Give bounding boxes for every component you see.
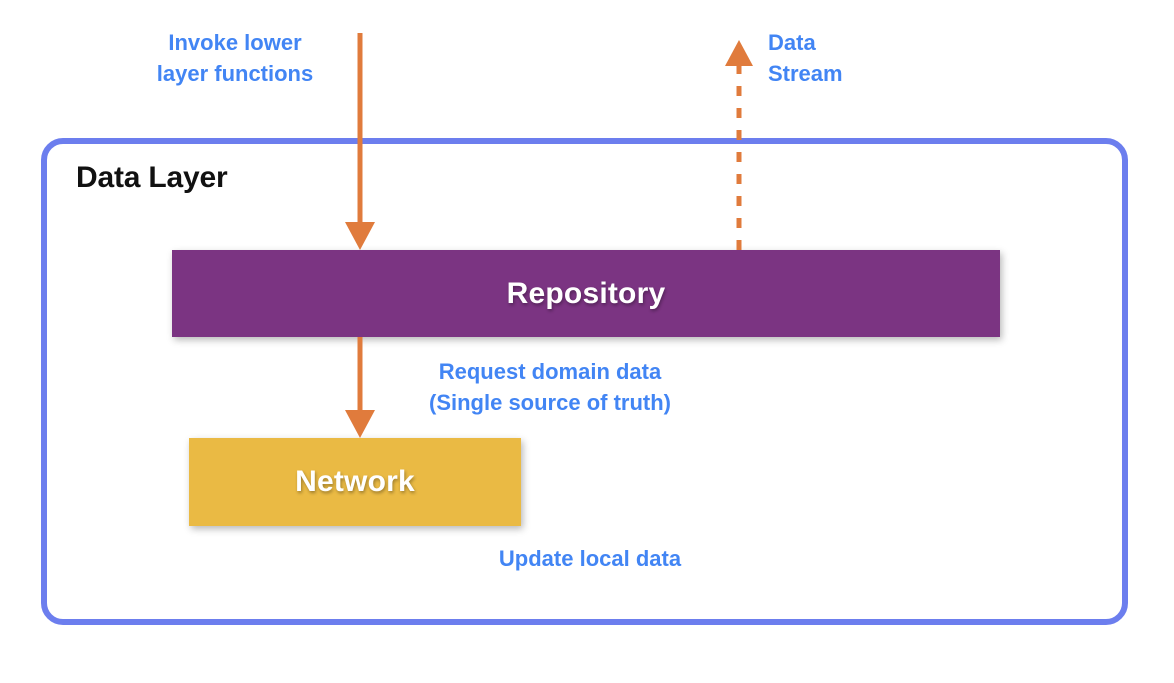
network-block[interactable]: Network [189, 438, 521, 526]
data-layer-title: Data Layer [76, 161, 228, 194]
caption-invoke-lower-layer-functions: Invoke lower layer functions [156, 30, 314, 86]
repository-block-label: Repository [506, 276, 666, 310]
data-layer-container [41, 138, 1128, 625]
caption-request-domain-data: Request domain data (Single source of tr… [429, 359, 671, 415]
repository-block[interactable]: Repository [172, 250, 1000, 337]
network-block-label: Network [295, 465, 415, 498]
data-stream-arrow-head [725, 40, 753, 66]
caption-data-stream: Data Stream [768, 30, 843, 86]
caption-update-local-data: Update local data [498, 546, 682, 571]
